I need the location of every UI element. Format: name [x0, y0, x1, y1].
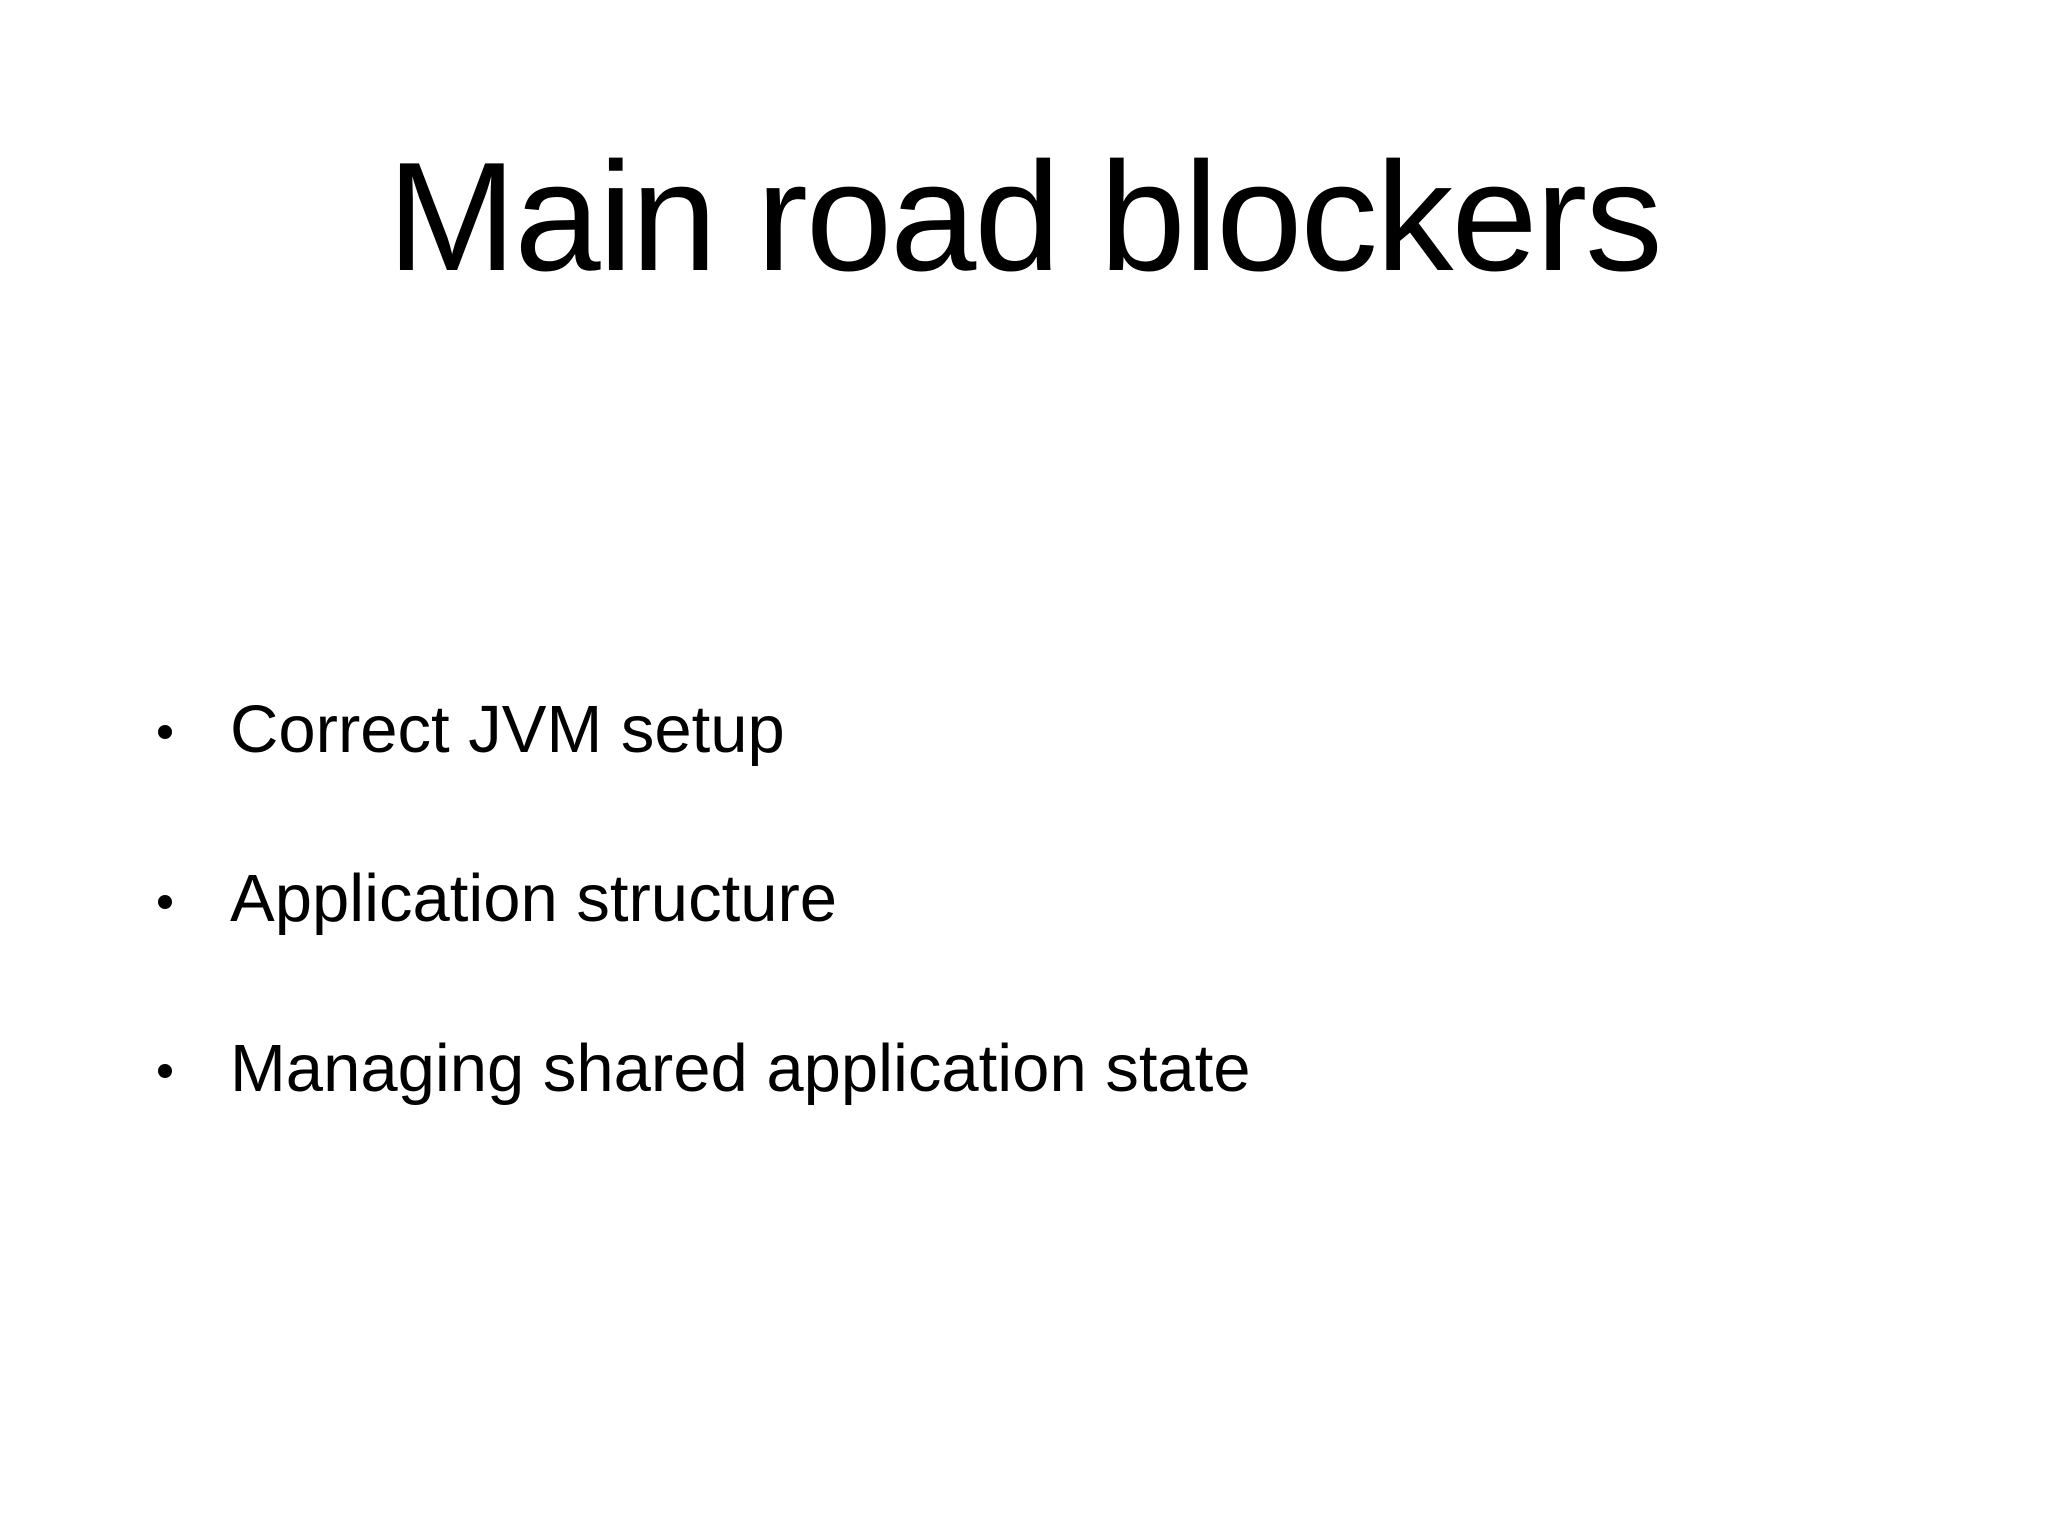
bullet-label: Correct JVM setup: [230, 692, 785, 767]
bullet-label: Application structure: [230, 861, 838, 937]
bullet-list: Correct JVM setup Application structure …: [158, 690, 1948, 1198]
slide-title: Main road blockers: [387, 130, 1662, 303]
bullet-item: Application structure: [158, 859, 1948, 939]
bullet-item: Correct JVM setup: [158, 690, 1948, 770]
bullet-dot-icon: [158, 894, 172, 909]
bullet-item: Managing shared application state: [158, 1029, 1948, 1109]
bullet-label: Managing shared application state: [230, 1030, 1251, 1106]
bullet-dot-icon: [158, 1063, 172, 1078]
bullet-dot-icon: [158, 725, 172, 740]
